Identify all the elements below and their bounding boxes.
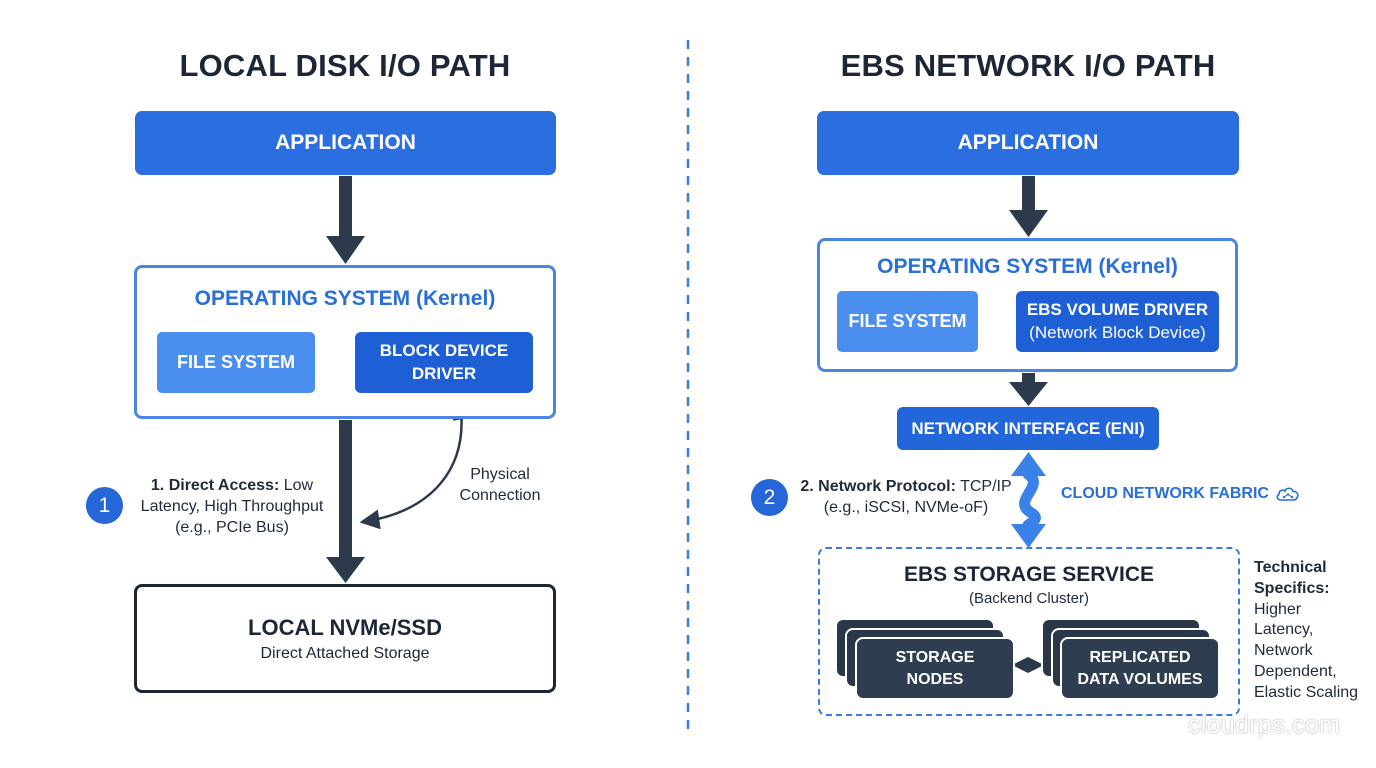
arrow-app-to-os-right xyxy=(1009,176,1048,237)
network-fabric-arrow xyxy=(1011,452,1046,548)
tech-line: Network xyxy=(1254,642,1313,660)
storage-nodes-line2: NODES xyxy=(906,670,964,688)
cloud-network-icon xyxy=(1276,487,1299,501)
local-application-box: APPLICATION xyxy=(135,111,556,175)
driver-label-line2: DRIVER xyxy=(411,363,477,383)
local-os-title: OPERATING SYSTEM (Kernel) xyxy=(194,287,496,310)
step-1-badge: 1 xyxy=(86,487,123,524)
physical-line1: Physical xyxy=(470,466,530,483)
ebs-application-box: APPLICATION xyxy=(817,111,1239,175)
ebs-file-system-box: FILE SYSTEM xyxy=(837,291,978,352)
technical-specifics-note: Technical Specifics: Higher Latency, Net… xyxy=(1254,558,1372,704)
ebs-driver-subtitle: (Network Block Device) xyxy=(1029,322,1206,342)
ebs-driver-title: EBS VOLUME DRIVER xyxy=(1026,300,1209,320)
physical-connection-label: Physical Connection xyxy=(440,464,560,506)
ebs-storage-title: EBS STORAGE SERVICE xyxy=(903,563,1155,586)
network-protocol-text2: (e.g., iSCSI, NVMe-oF) xyxy=(823,499,989,517)
storage-nodes-box: STORAGE NODES xyxy=(855,637,1015,700)
local-file-system-label: FILE SYSTEM xyxy=(176,352,295,372)
local-storage-subtitle: Direct Attached Storage xyxy=(260,644,430,662)
watermark: cloudrps.com xyxy=(1188,711,1341,739)
ebs-os-title: OPERATING SYSTEM (Kernel) xyxy=(877,255,1178,278)
physical-line2: Connection xyxy=(459,487,541,505)
step-1-number: 1 xyxy=(98,493,111,517)
network-interface-label: NETWORK INTERFACE (ENI) xyxy=(911,418,1145,438)
physical-connection-curve xyxy=(359,399,473,530)
ebs-file-system-label: FILE SYSTEM xyxy=(848,311,967,331)
step-2-number: 2 xyxy=(763,485,776,509)
arrow-os-to-storage-left xyxy=(326,420,365,583)
direct-access-note: 1. Direct Access: Low Latency, High Thro… xyxy=(132,475,332,538)
local-file-system-box: FILE SYSTEM xyxy=(157,332,315,393)
storage-nodes-line1: STORAGE xyxy=(895,648,975,666)
replicated-line2: DATA VOLUMES xyxy=(1077,670,1203,688)
replicated-data-volumes-box: REPLICATED DATA VOLUMES xyxy=(1060,637,1220,700)
step-2-badge: 2 xyxy=(751,479,788,516)
local-title: LOCAL DISK I/O PATH xyxy=(179,48,511,83)
network-protocol-note: 2. Network Protocol: TCP/IP (e.g., iSCSI… xyxy=(796,476,1016,518)
network-protocol-text1: TCP/IP xyxy=(960,478,1012,495)
tech-line: Latency, xyxy=(1254,621,1314,639)
local-storage-title: LOCAL NVMe/SSD xyxy=(248,614,442,640)
driver-label-line1: BLOCK DEVICE xyxy=(379,341,509,361)
ebs-storage-subtitle: (Backend Cluster) xyxy=(968,590,1090,607)
network-interface-box: NETWORK INTERFACE (ENI) xyxy=(897,407,1159,450)
tech-line: Dependent, xyxy=(1254,662,1337,680)
block-device-driver-box: BLOCK DEVICE DRIVER xyxy=(355,332,533,393)
direct-access-label: 1. Direct Access: xyxy=(150,477,280,494)
replicated-line1: REPLICATED xyxy=(1089,648,1191,666)
ebs-application-label: APPLICATION xyxy=(957,131,1099,154)
tech-label2: Specifics: xyxy=(1254,579,1330,597)
ebs-storage-service-frame xyxy=(818,547,1240,716)
tech-line: Elastic Scaling xyxy=(1254,683,1359,701)
local-storage-box: LOCAL NVMe/SSD Direct Attached Storage xyxy=(134,584,556,693)
local-application-label: APPLICATION xyxy=(275,131,416,154)
direct-access-text1: Low xyxy=(283,477,314,494)
ebs-volume-driver-box: EBS VOLUME DRIVER (Network Block Device) xyxy=(1016,291,1219,352)
fabric-label-text: CLOUD NETWORK FABRIC xyxy=(1061,485,1269,502)
ebs-title: EBS NETWORK I/O PATH xyxy=(840,48,1216,83)
tech-line: Higher xyxy=(1254,600,1302,618)
tech-label1: Technical xyxy=(1254,559,1327,576)
direct-access-text2: Latency, High Throughput xyxy=(140,498,324,516)
arrow-app-to-os-left xyxy=(326,176,365,264)
direct-access-text3: (e.g., PCIe Bus) xyxy=(175,519,289,537)
network-protocol-label: 2. Network Protocol: xyxy=(800,478,956,495)
cloud-network-fabric-label: CLOUD NETWORK FABRIC xyxy=(1061,485,1301,503)
arrow-os-to-eni-right xyxy=(1009,373,1048,406)
